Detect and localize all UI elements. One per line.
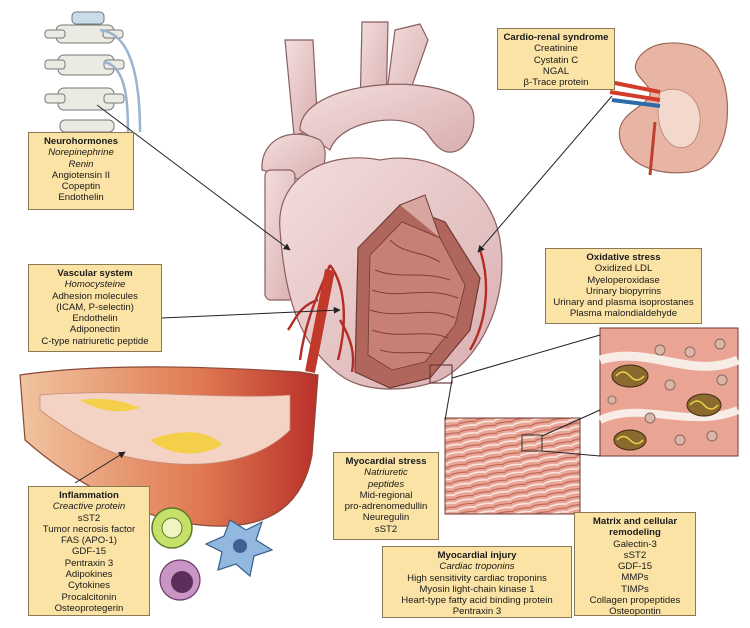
vascular-item: C-type natriuretic peptide	[41, 335, 149, 347]
vascular-item: Adhesion molecules	[52, 290, 138, 302]
spine-icon	[44, 11, 142, 133]
matrix-remodeling-box: Matrix and cellular remodeling Galectin-…	[574, 512, 696, 618]
cardiorenal-title: Cardio-renal syndrome	[503, 32, 609, 43]
dendritic-cell-icon	[204, 519, 274, 578]
vascular-item: Endothelin	[72, 313, 118, 325]
inflammation-title: Inflammation	[59, 490, 119, 501]
oxidative-stress-box: Oxidative stress Oxidized LDL Myeloperox…	[545, 248, 702, 324]
vascular-item: Homocysteine	[64, 279, 126, 291]
neurohormones-item: Endothelin	[58, 192, 104, 204]
inflammation-box: Inflammation Creactive protein sST2 Tumo…	[28, 486, 150, 616]
oxidative-item: Oxidized LDL	[594, 263, 653, 275]
myostress-item: Mid-regional	[359, 489, 413, 501]
myoinjury-item: Heart-type fatty acid binding protein	[401, 595, 553, 607]
myoinjury-item: High sensitivity cardiac troponins	[407, 572, 547, 584]
matrix-item: sST2	[623, 549, 647, 561]
matrix-item: MMPs	[621, 572, 649, 584]
myostress-item: Neuregulin	[362, 512, 410, 524]
matrix-item: Galectin-3	[613, 538, 657, 550]
monocyte-icon	[151, 507, 193, 549]
cardiorenal-item: Cystatin C	[533, 54, 579, 66]
myostress-item: sST2	[374, 523, 398, 535]
myoinjury-item: Myosin light-chain kinase 1	[419, 583, 535, 595]
matrix-item: TIMPs	[621, 583, 649, 595]
myostress-item: Natriuretic	[364, 467, 408, 479]
neurohormones-box: Neurohormones Norepinephrine Renin Angio…	[28, 132, 134, 210]
inflammation-item: GDF-15	[71, 546, 107, 558]
matrix-item: Osteopontin	[609, 606, 661, 618]
inflammation-item: Tumor necrosis factor	[42, 523, 136, 535]
heart-illustration	[261, 21, 503, 390]
myostress-title: Myocardial stress	[345, 456, 427, 467]
kidney-icon	[609, 42, 728, 176]
matrix-item: GDF-15	[617, 561, 653, 573]
myostress-item: peptides	[367, 478, 405, 490]
oxidative-item: Urinary biopyrrins	[585, 285, 662, 297]
myocardial-stress-box: Myocardial stress Natriuretic peptides M…	[333, 452, 439, 540]
oxidative-title: Oxidative stress	[586, 252, 661, 263]
cardiorenal-item: Creatinine	[534, 43, 578, 55]
oxidative-item: Urinary and plasma isoprostanes	[553, 297, 694, 309]
myoinjury-item: Cardiac troponins	[439, 561, 515, 573]
vascular-title: Vascular system	[57, 268, 133, 279]
myoinjury-title: Myocardial injury	[437, 550, 517, 561]
cardiorenal-item: β-Trace protein	[523, 77, 589, 89]
neurohormones-item: Copeptin	[61, 181, 101, 193]
inflammation-item: sST2	[77, 512, 101, 524]
cardiorenal-box: Cardio-renal syndrome Creatinine Cystati…	[497, 28, 615, 90]
neurohormones-item: Norepinephrine	[48, 147, 114, 159]
cardiorenal-item: NGAL	[542, 65, 570, 77]
lymphocyte-icon	[159, 559, 201, 601]
myocardial-tissue-panel	[444, 417, 581, 515]
myocardial-injury-box: Myocardial injury Cardiac troponins High…	[382, 546, 572, 618]
neurohormones-item: Angiotensin II	[51, 169, 111, 181]
neurohormones-item: Renin	[68, 158, 94, 170]
inflammation-item: FAS (APO-1)	[61, 535, 117, 547]
matrix-item: Collagen propeptides	[589, 595, 681, 607]
inflammation-item: Osteoprotegerin	[54, 602, 124, 614]
oxidative-item: Myeloperoxidase	[587, 274, 660, 286]
neurohormones-title: Neurohormones	[43, 136, 119, 147]
inflammation-item: Creactive protein	[52, 501, 126, 513]
myoinjury-item: Pentraxin 3	[452, 606, 502, 618]
inflammation-item: Pentraxin 3	[64, 557, 114, 569]
inflammation-item: Adipokines	[65, 569, 113, 581]
matrix-title: Matrix and cellular remodeling	[592, 516, 678, 539]
inflammation-item: Procalcitonin	[61, 591, 117, 603]
vascular-item: (ICAM, P-selectin)	[56, 301, 134, 313]
vascular-item: Adiponectin	[69, 324, 121, 336]
oxidative-item: Plasma malondialdehyde	[569, 308, 678, 320]
vascular-system-box: Vascular system Homocysteine Adhesion mo…	[28, 264, 162, 352]
cellular-detail-panel	[598, 327, 740, 457]
inflammation-item: Cytokines	[67, 580, 111, 592]
myostress-item: pro-adrenomedullin	[344, 501, 428, 513]
connector-lines	[74, 95, 613, 484]
mitochondria-icon	[611, 364, 722, 451]
